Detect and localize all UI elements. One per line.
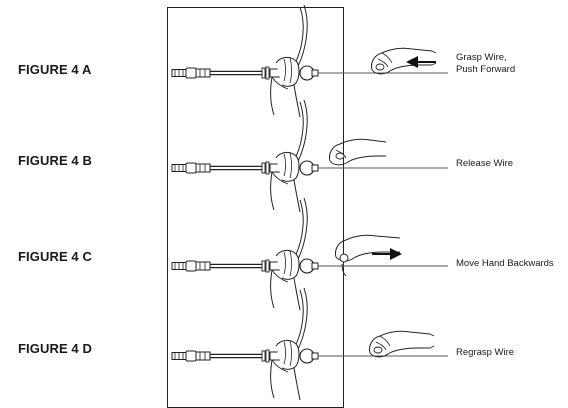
figure-c-art xyxy=(172,198,448,310)
figure-d-art xyxy=(172,288,448,400)
arrow-right-icon xyxy=(390,248,402,260)
figure-b-art xyxy=(172,100,448,212)
figure-a-art xyxy=(172,5,448,117)
arrow-left-icon xyxy=(406,56,418,68)
